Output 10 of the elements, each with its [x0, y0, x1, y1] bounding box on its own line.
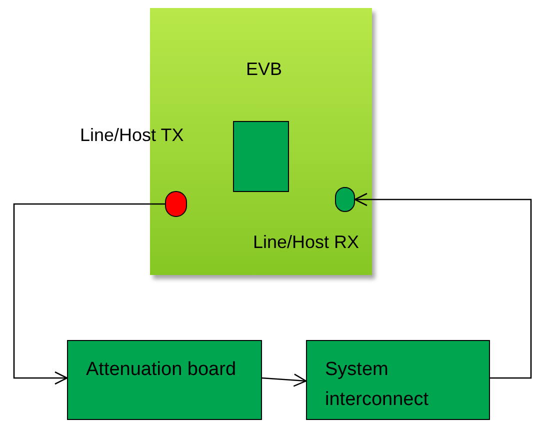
box-label: System interconnect [325, 358, 430, 412]
port-label: Line/Host RX [253, 231, 360, 254]
process-box [306, 340, 490, 420]
board-title: EVB [246, 58, 282, 81]
chip-box [233, 121, 289, 192]
arrow [13, 203, 165, 385]
arrow [354, 192, 532, 379]
box-label: Attenuation board [86, 358, 238, 382]
arrow [262, 374, 307, 387]
process-box [67, 340, 262, 420]
